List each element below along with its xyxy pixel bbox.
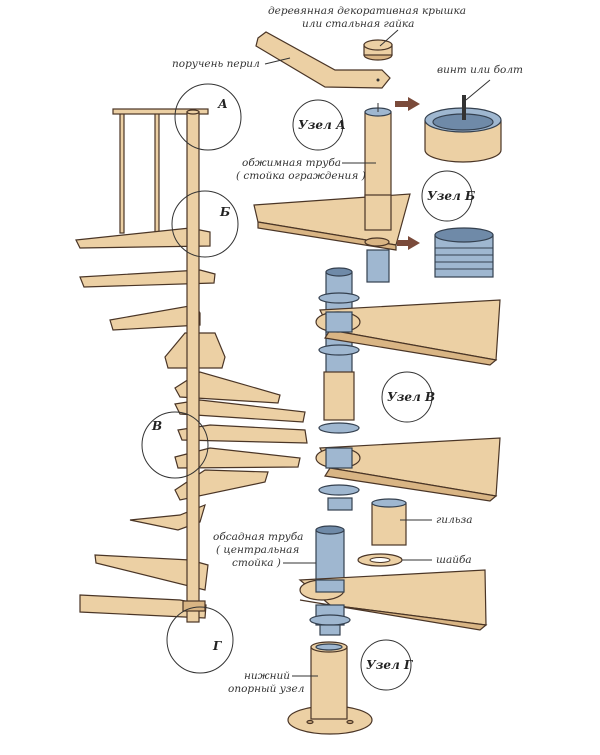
diagram-label: нижний: [244, 670, 290, 682]
diagram-label: шайба: [436, 554, 472, 566]
diagram-label: ( стойка ограждения ): [236, 170, 366, 182]
diagram-label: Б: [219, 205, 230, 219]
diagram-label: или стальная гайка: [302, 18, 414, 30]
assembled-staircase: [75, 108, 308, 623]
diagram-label: Узел А: [298, 118, 346, 132]
diagram-label: ( центральная: [216, 544, 299, 556]
diagram-label: стойка ): [232, 557, 281, 569]
diagram-label: Узел В: [387, 390, 435, 404]
diagram-label: обсадная труба: [213, 531, 303, 543]
diagram-label: гильза: [436, 514, 472, 526]
base-node: [287, 641, 373, 735]
diagram-label: обжимная труба: [242, 157, 341, 169]
central-pole: [186, 111, 200, 623]
handrail: [255, 29, 399, 89]
diagram-label: В: [151, 419, 162, 433]
node-callouts: Узел А Узел Б Узел В Узел Г: [292, 99, 475, 691]
diagram-label: опорный узел: [228, 683, 304, 695]
diagram-label: Г: [212, 639, 222, 653]
diagram-label: А: [217, 97, 228, 111]
node-b-detail: [253, 193, 494, 283]
diagram-label: Узел Б: [427, 189, 475, 203]
sleeve-and-washer: [357, 498, 432, 567]
diagram-label: поручень перил: [172, 58, 260, 70]
overview-markers: А Б В Г: [141, 83, 242, 674]
diagram-label: Узел Г: [366, 658, 413, 672]
diagram-label: деревянная декоративная крышка: [268, 5, 466, 17]
diagram-label: винт или болт: [437, 64, 523, 76]
central-column: [298, 267, 501, 636]
